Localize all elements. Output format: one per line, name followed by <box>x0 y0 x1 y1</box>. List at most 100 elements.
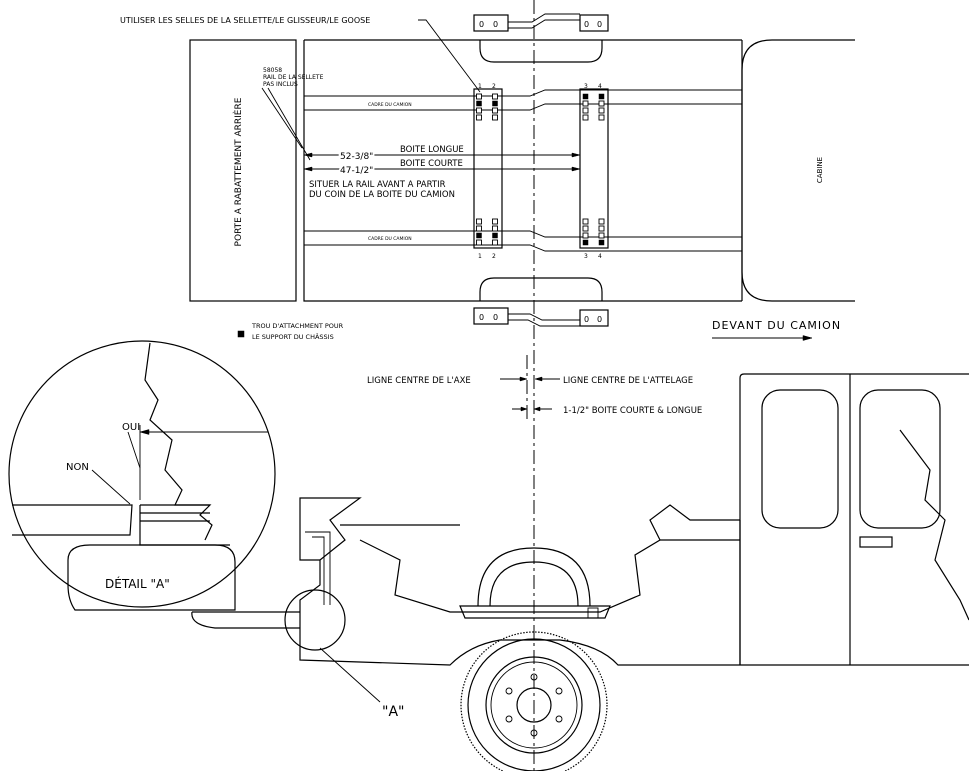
detail-tailgate-yes <box>139 504 230 546</box>
cab-label: CABINE <box>816 157 824 183</box>
wheel-well-bottom <box>479 277 603 301</box>
cab-outline-side <box>739 373 969 665</box>
bracket-top-o1: 0 <box>479 20 484 29</box>
rear-window <box>761 389 839 529</box>
rail-note-2: PAS INCLUS <box>263 81 298 88</box>
tailgate-open <box>191 611 300 629</box>
tailgate-handle <box>305 531 331 605</box>
hitch-center-label: LIGNE CENTRE DE L'ATTELAGE <box>563 376 693 386</box>
rail-note-1: RAIL DE LA SELLETE <box>263 74 324 81</box>
bracket-bottom-o1: 0 <box>479 313 484 322</box>
bed-rear-break <box>299 497 362 561</box>
tire-sidewall <box>467 638 601 771</box>
wheel-arch-inner <box>489 561 579 607</box>
offset-arrow-heads <box>520 406 541 412</box>
rail-number-2-bottom: 2 <box>492 253 496 260</box>
detail-a: OUI NON DÉTAIL "A" <box>8 340 276 611</box>
part-number: 58058 <box>263 67 282 74</box>
rear-rail-top-holes <box>476 93 498 121</box>
bracket-top-o2: 0 <box>493 20 498 29</box>
rail-number-1-bottom: 1 <box>478 253 482 260</box>
truck-body-lower <box>299 510 969 666</box>
front-rail <box>579 88 609 249</box>
hitch-plate <box>459 605 611 619</box>
no-leader <box>91 469 131 505</box>
short-dim-arrows <box>303 166 581 172</box>
frame-lower-label: CADRE DU CAMION <box>368 236 412 242</box>
rail-number-3-top: 3 <box>584 83 588 90</box>
truck-bed-outline <box>303 39 742 302</box>
centerline-labels: LIGNE CENTRE DE L'AXE LIGNE CENTRE DE L'… <box>367 376 702 416</box>
detail-bumper <box>67 544 236 611</box>
detail-circle <box>8 340 276 608</box>
rear-rail-bottom-holes <box>476 218 498 246</box>
detail-a-marker <box>284 589 346 651</box>
detail-label: DÉTAIL "A" <box>105 576 170 591</box>
front-of-truck-label: DEVANT DU CAMION <box>712 319 841 332</box>
rail-number-2-top: 2 <box>492 83 496 90</box>
tire-outer <box>460 631 608 771</box>
detail-a-leader <box>319 647 381 703</box>
frame-lower-line-a <box>304 230 742 238</box>
cab-outline <box>741 39 855 302</box>
hitch-block <box>587 607 599 619</box>
yes-leader <box>127 431 141 469</box>
axle-center-label: LIGNE CENTRE DE L'AXE <box>367 376 471 386</box>
rail-number-4-top: 4 <box>598 83 602 90</box>
wheel-rim-inner <box>490 661 578 749</box>
frame-upper-line-b <box>304 103 742 111</box>
wheel-arch-outer <box>477 547 591 607</box>
legend-line-1: TROU D'ATTACHMENT POUR <box>251 322 344 330</box>
detail-arrow-head <box>139 429 150 435</box>
legend-line-2: LE SUPPORT DU CHÂSSIS <box>252 332 334 341</box>
frame-upper-label: CADRE DU CAMION <box>368 102 412 108</box>
rail-note-leader <box>261 87 311 161</box>
top-view: PORTE A RABATTEMENT ARRIÈRE CABINE CADRE… <box>120 13 855 341</box>
rail-number-4-bottom: 4 <box>598 253 602 260</box>
short-dim-value: 47-1/2" <box>340 166 373 176</box>
rail-number-3-bottom: 3 <box>584 253 588 260</box>
frame-upper-line-a <box>304 89 742 97</box>
detail-tailgate-no <box>12 504 133 536</box>
bracket-bottom-o2: 0 <box>493 313 498 322</box>
front-rail-note-2: DU COIN DE LA BOITE DU CAMION <box>309 190 455 200</box>
door-handle <box>859 536 893 548</box>
bracket-bottom: 0 0 0 0 <box>473 307 609 327</box>
lug-nuts <box>505 673 563 737</box>
bracket-bottom-o4: 0 <box>597 315 602 324</box>
wheel-rim <box>485 656 583 754</box>
short-dim-box: BOITE COURTE <box>400 159 463 169</box>
bracket-top: 0 0 0 0 <box>473 13 609 32</box>
rail-number-1-top: 1 <box>478 83 482 90</box>
front-rail-note-1: SITUER LA RAIL AVANT A PARTIR <box>309 180 446 190</box>
wheel-well-top <box>479 40 603 63</box>
front-rail-bottom-holes <box>582 218 605 246</box>
tailgate-label: PORTE A RABATTEMENT ARRIÈRE <box>232 97 244 246</box>
wheel-hub <box>516 687 552 723</box>
hitch-arrow-head <box>534 376 543 382</box>
door-window <box>859 389 941 529</box>
frame-lower-line-b <box>304 244 742 252</box>
bed-side-break <box>359 504 740 613</box>
detail-a-ref: "A" <box>382 704 404 720</box>
long-dim-arrows <box>303 152 581 158</box>
legend-hole-symbol <box>237 330 245 338</box>
long-dim-box: BOITE LONGUE <box>400 145 464 155</box>
no-label: NON <box>66 462 89 473</box>
long-dim-value: 52-3/8" <box>340 152 373 162</box>
offset-label: 1-1/2" BOITE COURTE & LONGUE <box>563 406 702 416</box>
front-rail-top-holes <box>582 93 605 121</box>
bracket-top-o4: 0 <box>597 20 602 29</box>
tailgate-outline <box>189 39 297 302</box>
cab-break-line <box>899 429 969 621</box>
top-note: UTILISER LES SELLES DE LA SELLETTE/LE GL… <box>120 16 370 25</box>
detail-break-line <box>144 342 213 541</box>
axle-arrow-head <box>519 376 528 382</box>
yes-label: OUI <box>122 422 140 433</box>
bracket-bottom-o3: 0 <box>584 315 589 324</box>
front-arrow-head <box>802 335 813 341</box>
top-note-leader <box>418 19 481 93</box>
bracket-top-o3: 0 <box>584 20 589 29</box>
side-view: "A" <box>191 373 969 771</box>
